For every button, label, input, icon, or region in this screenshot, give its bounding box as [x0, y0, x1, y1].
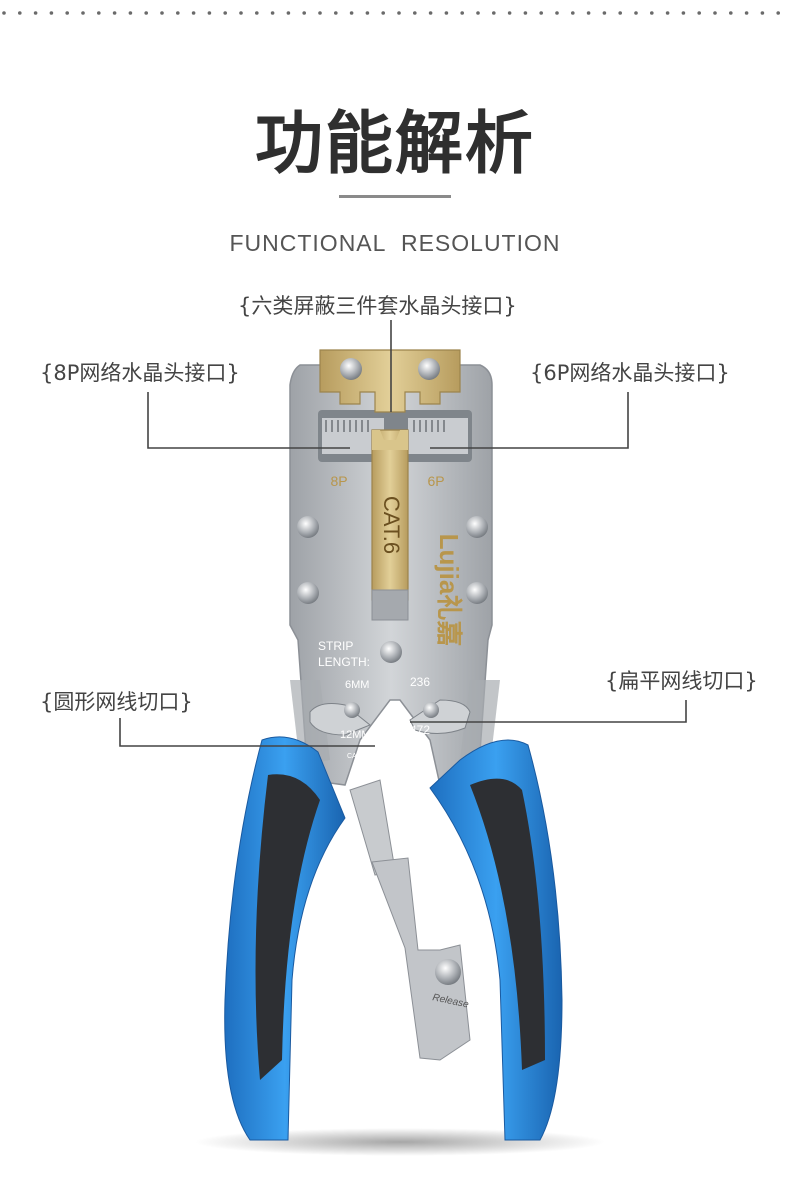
- border-dot: [729, 11, 733, 15]
- mm12-label: 12MM: [340, 729, 371, 741]
- border-dot: [18, 11, 22, 15]
- border-dot: [586, 11, 591, 15]
- border-dot: [381, 11, 386, 15]
- border-dot: [254, 11, 259, 15]
- strip-label: STRIP: [318, 639, 353, 653]
- border-dot: [460, 11, 465, 15]
- port-6p-label: 6P: [427, 473, 444, 489]
- border-dot: [49, 11, 54, 15]
- border-dot: [523, 11, 528, 15]
- border-dot: [428, 11, 433, 15]
- border-dot: [207, 11, 212, 15]
- port-8p-label: 8P: [330, 473, 347, 489]
- border-dot: [65, 11, 69, 15]
- cable-label: CABLE: [347, 753, 370, 760]
- border-dot: [81, 11, 85, 15]
- border-dot: [97, 11, 101, 15]
- n472-label: 472: [410, 723, 430, 737]
- border-dot: [681, 11, 686, 15]
- border-dot: [650, 11, 654, 15]
- border-dot: [365, 11, 370, 15]
- callout-flat-cable-cutter: {扁平网线切口}: [605, 669, 758, 693]
- border-dot: [713, 11, 717, 15]
- cat6-label: CAT.6: [379, 496, 404, 554]
- border-dot: [618, 11, 622, 15]
- length-label: LENGTH:: [318, 655, 370, 669]
- page-subtitle: FUNCTIONAL RESOLUTION: [229, 230, 561, 256]
- border-dot: [33, 11, 38, 15]
- border-dot: [444, 11, 449, 15]
- border-dot: [571, 11, 575, 15]
- border-dot: [191, 11, 196, 15]
- border-dot: [413, 11, 417, 15]
- border-dot: [492, 11, 496, 15]
- dotted-border: [2, 11, 780, 15]
- border-dot: [476, 11, 480, 15]
- border-dot: [128, 11, 133, 15]
- callout-8p-port: {8P网络水晶头接口}: [40, 361, 240, 385]
- border-dot: [555, 11, 559, 15]
- n236-label: 236: [410, 675, 430, 689]
- border-dot: [286, 11, 291, 15]
- border-dot: [760, 11, 765, 15]
- brand-logo: Lujia礼嘉: [434, 534, 464, 647]
- mm6-label: 6MM: [345, 679, 369, 691]
- border-dot: [160, 11, 164, 15]
- border-dot: [318, 11, 322, 15]
- callout-round-cable-cutter: {圆形网线切口}: [40, 690, 193, 714]
- border-dot: [602, 11, 607, 15]
- border-dot: [112, 11, 117, 15]
- border-dot: [270, 11, 275, 15]
- border-dot: [665, 11, 670, 15]
- border-dot: [334, 11, 338, 15]
- border-dot: [349, 11, 354, 15]
- border-dot: [776, 11, 780, 15]
- border-dot: [239, 11, 243, 15]
- border-dot: [397, 11, 401, 15]
- border-dot: [507, 11, 512, 15]
- border-dot: [744, 11, 749, 15]
- border-dot: [634, 11, 638, 15]
- border-dot: [302, 11, 307, 15]
- page-title: 功能解析: [254, 105, 535, 184]
- callout-6p-port: {6P网络水晶头接口}: [530, 361, 730, 385]
- border-dot: [697, 11, 701, 15]
- callout-cat6-shielded-port: {六类屏蔽三件套水晶头接口}: [238, 294, 517, 318]
- border-dot: [2, 11, 6, 15]
- border-dot: [539, 11, 543, 15]
- border-dot: [223, 11, 227, 15]
- title-divider: [339, 195, 451, 198]
- border-dot: [176, 11, 180, 15]
- border-dot: [144, 11, 148, 15]
